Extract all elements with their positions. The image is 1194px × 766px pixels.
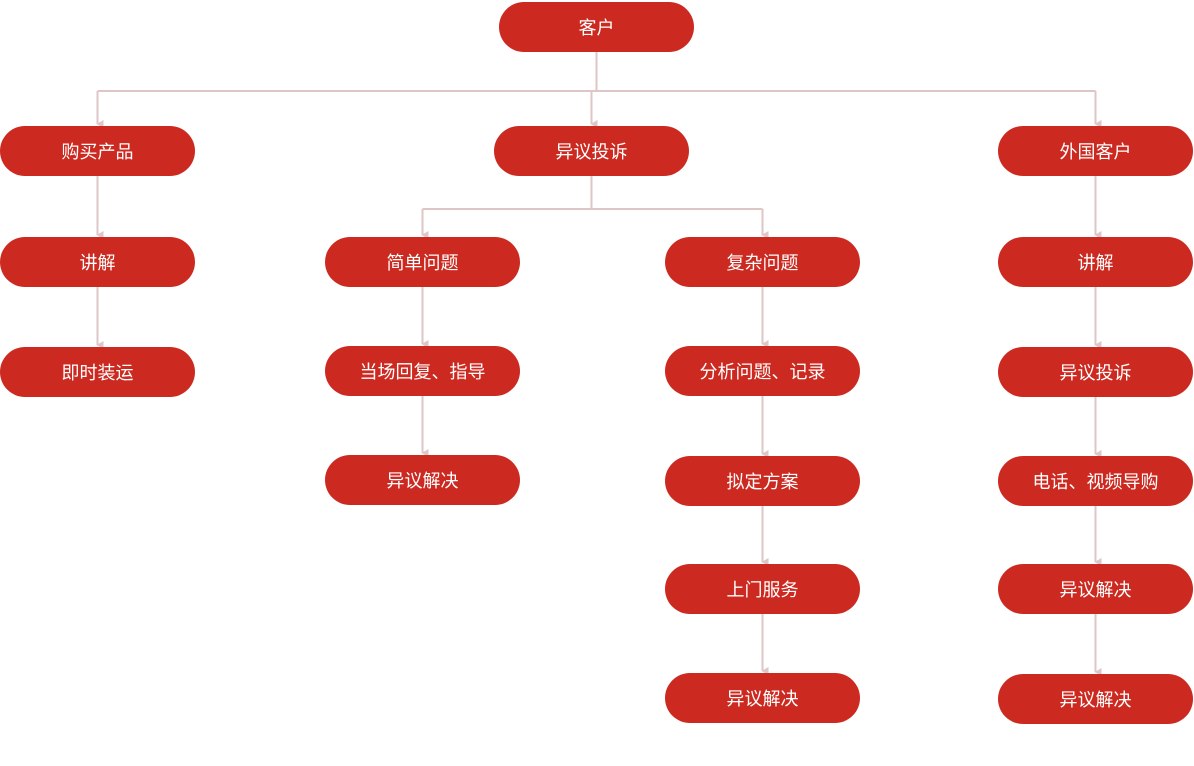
node-complex-problem: 复杂问题: [665, 237, 860, 287]
node-foreign-resolved-2: 异议解决: [998, 674, 1193, 724]
node-complex-resolved: 异议解决: [665, 673, 860, 723]
node-foreign-explain: 讲解: [998, 237, 1193, 287]
node-objection-complaint: 异议投诉: [494, 126, 689, 176]
node-onsite-service: 上门服务: [665, 564, 860, 614]
node-simple-problem: 简单问题: [325, 237, 520, 287]
node-foreign-customer: 外国客户: [998, 126, 1193, 176]
node-phone-video-guide: 电话、视频导购: [998, 456, 1193, 506]
node-purchase-explain: 讲解: [0, 237, 195, 287]
node-instant-shipping: 即时装运: [0, 347, 195, 397]
node-purchase-product: 购买产品: [0, 126, 195, 176]
node-customer: 客户: [499, 2, 694, 52]
node-onsite-reply: 当场回复、指导: [325, 346, 520, 396]
node-draft-plan: 拟定方案: [665, 456, 860, 506]
node-foreign-resolved-1: 异议解决: [998, 564, 1193, 614]
node-analyze-record: 分析问题、记录: [665, 346, 860, 396]
node-foreign-objection: 异议投诉: [998, 347, 1193, 397]
node-simple-resolved: 异议解决: [325, 455, 520, 505]
